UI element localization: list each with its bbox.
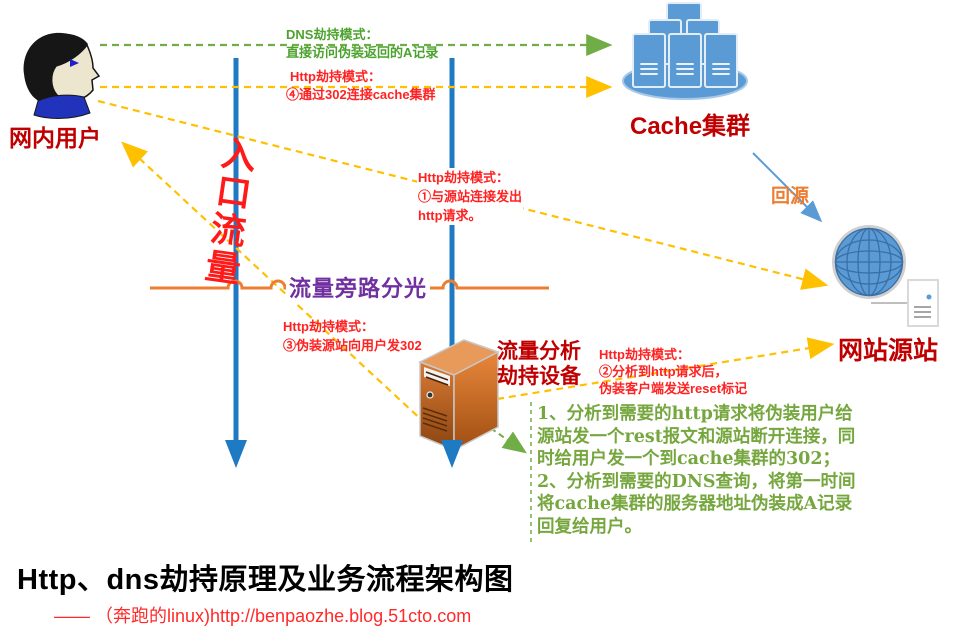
http-hijack-2-desc2: 伪装客户端发送reset标记 bbox=[599, 381, 748, 396]
http-hijack-4-title: Http劫持模式： bbox=[290, 69, 381, 84]
device-reset-to-origin-flow-line bbox=[496, 337, 835, 401]
back-to-origin-label: 回源 bbox=[771, 186, 810, 207]
http-hijack-4-annotation: Http劫持模式： ④通过302连接cache集群 bbox=[286, 68, 436, 104]
http-hijack-1-title: Http劫持模式： bbox=[418, 170, 509, 185]
bypass-split-label: 流量旁路分光 bbox=[286, 271, 431, 303]
dns-hijack-desc: 直接访问伪装返回的A记录 bbox=[286, 45, 439, 60]
http-hijack-1-desc1: ①与源站连接发出 bbox=[418, 189, 523, 204]
origin-site-label: 网站源站 bbox=[838, 337, 939, 365]
intranet-user-label: 网内用户 bbox=[9, 125, 101, 151]
http-hijack-3-title: Http劫持模式： bbox=[283, 319, 374, 334]
back-to-origin-arrow bbox=[752, 152, 823, 223]
diagram-title: Http、dns劫持原理及业务流程架构图 bbox=[17, 564, 514, 596]
bypass-split-line bbox=[150, 279, 549, 290]
http-hijack-4-desc: ④通过302连接cache集群 bbox=[286, 87, 436, 102]
hijack-process-note: 1、分析到需要的http请求将伪装用户给源站发一个rest报文和源站断开连接，同… bbox=[537, 404, 856, 537]
dns-hijack-title: DNS劫持模式： bbox=[286, 27, 379, 42]
http-hijack-2-desc1: ②分析到http请求后， bbox=[599, 364, 728, 379]
cache-cluster-icon bbox=[622, 2, 748, 100]
http-hijack-1-annotation: Http劫持模式： ①与源站连接发出 http请求。 bbox=[417, 168, 524, 225]
hijack-device-icon bbox=[418, 339, 500, 452]
entry-traffic-arrowhead-left bbox=[225, 440, 247, 468]
cache-cluster-label: Cache集群 bbox=[630, 113, 751, 140]
user-eye bbox=[70, 59, 79, 67]
http-hijack-3-desc: ③伪装源站向用户发302 bbox=[283, 338, 422, 353]
http-hijack-2-annotation: Http劫持模式： ②分析到http请求后， 伪装客户端发送reset标记 bbox=[599, 346, 747, 397]
entry-traffic-arrowhead-right bbox=[441, 440, 463, 468]
http-hijack-2-title: Http劫持模式： bbox=[599, 347, 690, 362]
diagram-credit: —— （奔跑的linux)http://benpaozhe.blog.51cto… bbox=[54, 606, 472, 626]
hijack-device-label-line2: 劫持设备 bbox=[497, 365, 581, 388]
device-302-to-user-flow-line bbox=[121, 141, 427, 425]
hijack-device-label: 流量分析 劫持设备 bbox=[497, 339, 581, 389]
hijack-device-label-line1: 流量分析 bbox=[497, 340, 581, 363]
origin-server-page-icon bbox=[907, 279, 939, 327]
dns-hijack-annotation: DNS劫持模式： 直接访问伪装返回的A记录 bbox=[286, 26, 438, 62]
http-hijack-3-annotation: Http劫持模式： ③伪装源站向用户发302 bbox=[283, 317, 422, 355]
http-hijack-1-desc2: http请求。 bbox=[418, 208, 482, 223]
user-avatar-icon bbox=[23, 32, 101, 119]
globe-icon bbox=[832, 225, 906, 299]
